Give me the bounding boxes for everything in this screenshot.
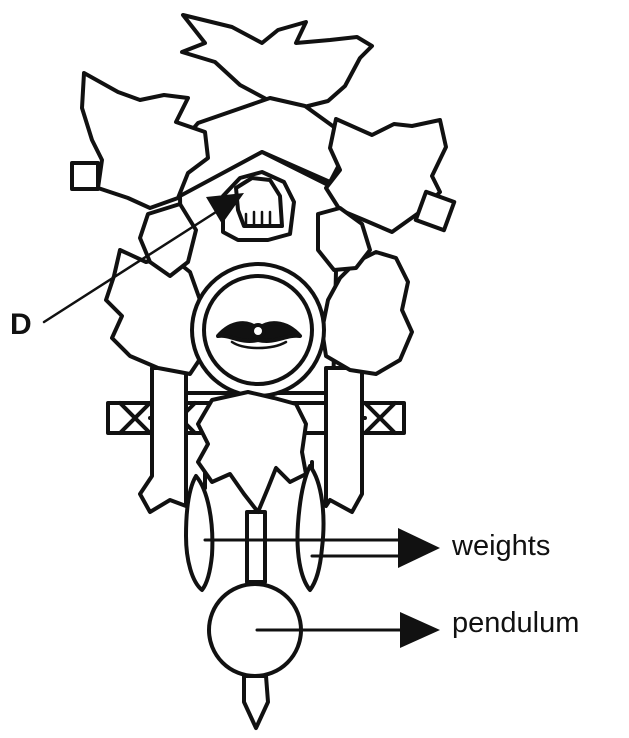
pendulum-rod	[247, 512, 265, 582]
leaf-bottom	[198, 392, 306, 512]
bird-ornament	[182, 15, 372, 108]
cuckoo-bird	[236, 178, 282, 226]
right-side-panel	[326, 368, 362, 512]
arrowhead-weights	[398, 528, 440, 568]
pendulum-tail	[244, 676, 268, 728]
weight-left	[186, 476, 212, 590]
leaf-stem-left	[72, 163, 98, 189]
left-side-panel	[140, 368, 186, 512]
arrowhead-pendulum	[400, 612, 440, 648]
label-weights: weights	[452, 530, 550, 563]
clock-hub	[252, 325, 264, 337]
label-pendulum: pendulum	[452, 607, 579, 640]
weight-right	[298, 466, 324, 590]
label-d: D	[10, 308, 32, 342]
